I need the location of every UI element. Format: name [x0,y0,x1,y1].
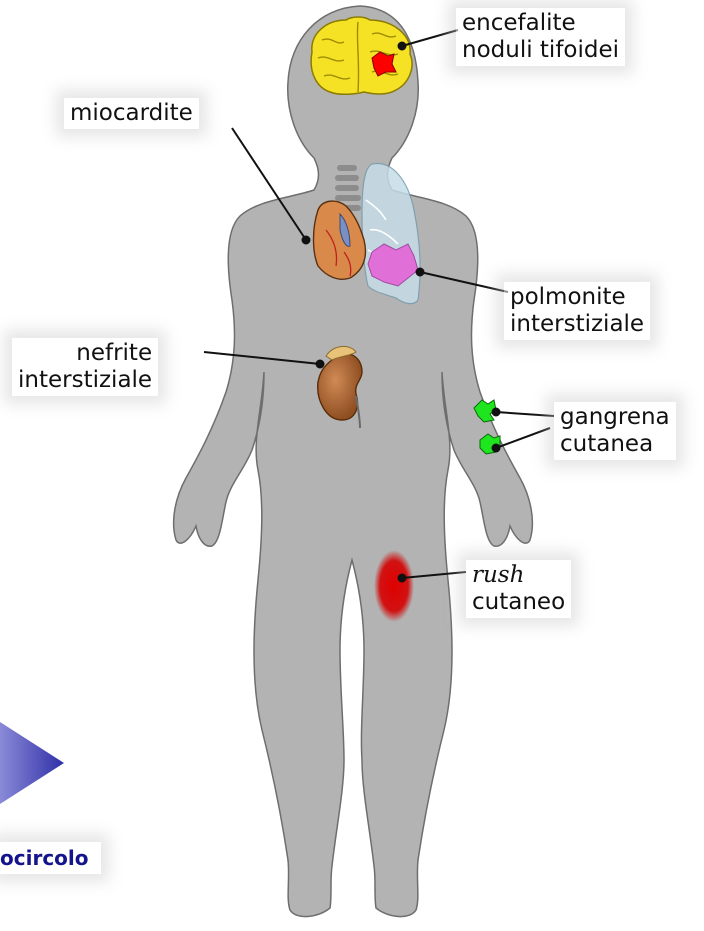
label-rush-line1: rush [472,562,565,589]
label-miocardite: miocardite [64,98,199,129]
label-encefalite-line2: noduli tifoidei [462,37,619,64]
label-nefrite-line2: interstiziale [18,367,152,394]
label-polmonite-line1: polmonite [510,284,644,311]
label-polmonite: polmonite interstiziale [504,282,650,340]
label-miocardite-text: miocardite [70,100,193,127]
label-gangrena-line1: gangrena [560,404,670,431]
arrow-icon [0,722,64,804]
label-polmonite-line2: interstiziale [510,311,644,338]
label-nefrite: nefrite interstiziale [12,338,158,396]
label-encefalite-line1: encefalite [462,10,619,37]
label-encefalite: encefalite noduli tifoidei [456,8,625,66]
label-rush-line2: cutaneo [472,589,565,616]
label-rush: rush cutaneo [466,560,571,618]
rash-patch [374,550,414,622]
label-gangrena: gangrena cutanea [554,402,676,460]
brain [311,17,412,94]
label-nefrite-line1: nefrite [18,340,152,367]
footer-label: ocircolo [0,842,101,874]
label-gangrena-line2: cutanea [560,431,670,458]
body-silhouette [174,6,533,917]
